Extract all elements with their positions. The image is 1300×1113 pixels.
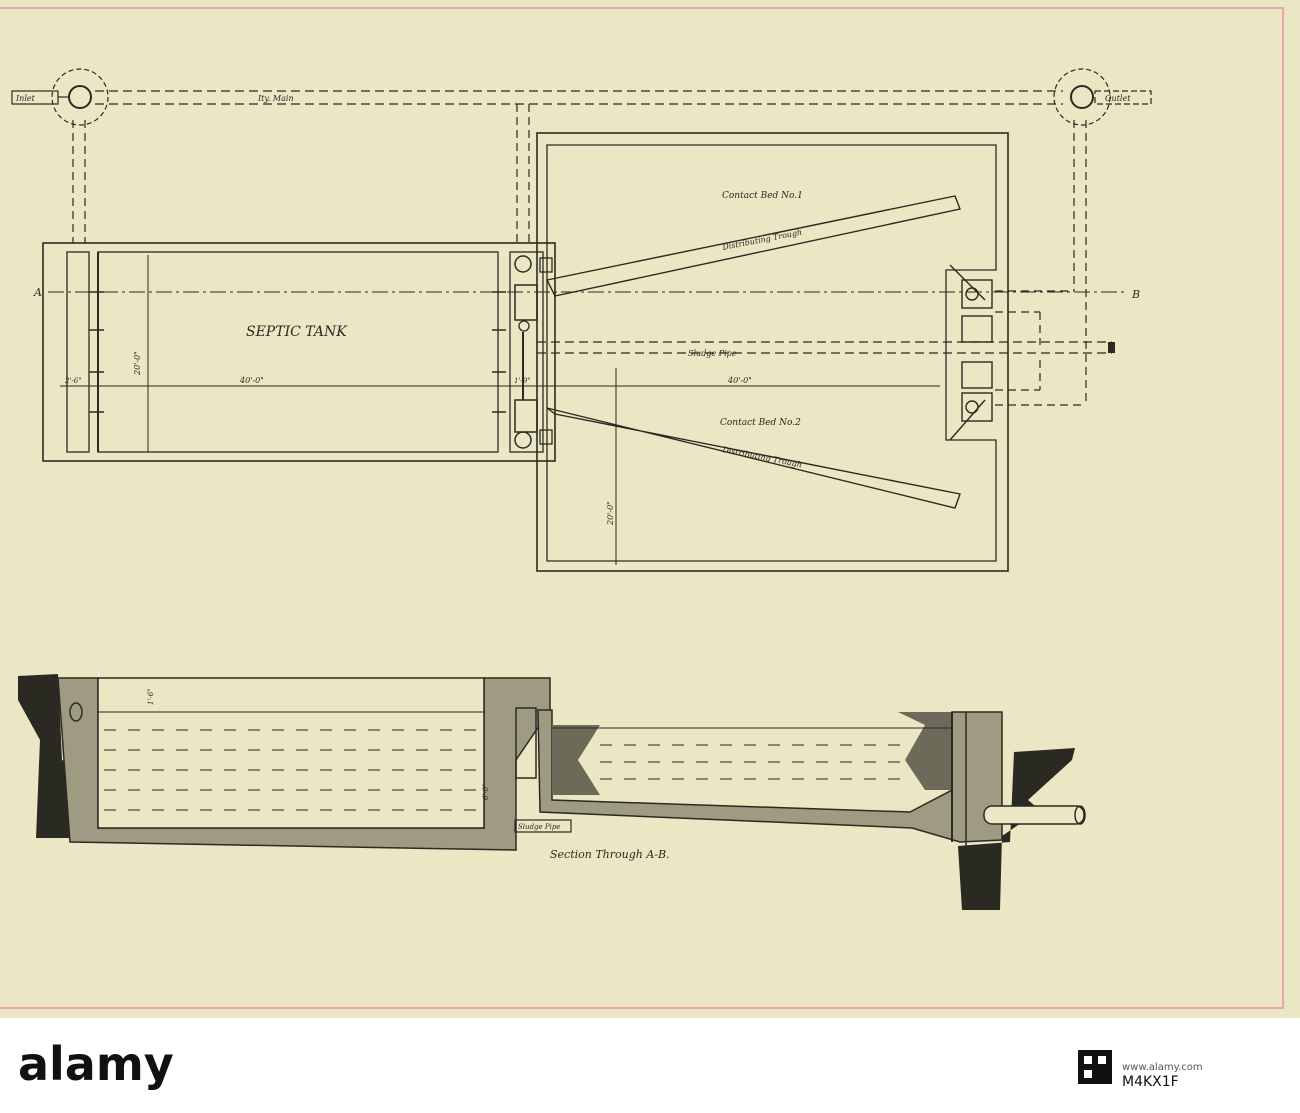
section-start-label: A: [33, 286, 42, 299]
sheet-border: [0, 7, 1284, 1009]
section-caption: Section Through A-B.: [550, 848, 670, 861]
dim-bed-length: 40'-0": [727, 376, 752, 385]
section-end-label: B: [1131, 288, 1140, 301]
trough-2-label: Distributing Trough: [721, 445, 803, 469]
outlet-label: Outlet: [1105, 94, 1131, 103]
sludge-pipe: Sludge Pipe: [537, 341, 1115, 358]
plan-view: Inlet Ity. Main Outlet: [11, 68, 1152, 572]
sludge-pipe-label: Sludge Pipe: [688, 349, 737, 358]
section-view: 1'-6" 6'-0" Sludge Pipe: [18, 674, 1086, 910]
drawing-sheet: Inlet Ity. Main Outlet: [0, 0, 1300, 1018]
image-id: M4KX1F: [1122, 1074, 1179, 1090]
brand-logo: alamy: [18, 1037, 174, 1091]
inlet-label: Inlet: [15, 94, 36, 103]
dim-tank-width: 20'-0": [133, 351, 142, 376]
section-sludge-pipe-label: Sludge Pipe: [518, 823, 560, 831]
manhole-left: [51, 68, 109, 126]
septic-tank-section: 1'-6" 6'-0" Sludge Pipe: [57, 677, 572, 851]
septic-tank-plan-drawing: Inlet Ity. Main Outlet: [0, 7, 1284, 1009]
outlet-pipe: [1094, 90, 1152, 105]
distributing-trough-1: [545, 195, 961, 297]
qr-icon: [1078, 1050, 1112, 1084]
ground-right: [958, 748, 1075, 910]
outlet-valves: [949, 264, 993, 441]
dim-wall: 1'-9": [514, 377, 530, 385]
main-pipe: [95, 90, 1063, 105]
septic-tank: SEPTIC TANK: [42, 242, 556, 462]
septic-tank-label: SEPTIC TANK: [246, 324, 348, 340]
dim-depth: 6'-0": [482, 784, 490, 800]
branch-pipes: [72, 104, 1087, 406]
contact-bed-1-label: Contact Bed No.1: [722, 191, 803, 201]
trough-1-label: Distributing Trough: [721, 228, 803, 252]
dim-inlet-chamber: 2'-6": [64, 377, 81, 385]
dim-tank-length: 40'-0": [239, 376, 264, 385]
footer-bar: alamy www.alamy.com M4KX1F: [0, 1018, 1300, 1109]
footer-graphic: alamy www.alamy.com M4KX1F: [18, 1037, 1203, 1091]
distributing-trough-2: [546, 407, 961, 509]
manhole-right: [1053, 68, 1111, 126]
dimension-lines: [60, 255, 940, 565]
dim-freeboard: 1'-6": [147, 689, 155, 705]
contact-bed-2-label: Contact Bed No.2: [720, 418, 801, 428]
dim-bed-width: 20'-0": [606, 501, 615, 526]
main-label: Ity. Main: [257, 94, 294, 103]
svg-text:www.alamy.com: www.alamy.com: [1122, 1062, 1203, 1073]
contact-bed-section: [537, 709, 1086, 870]
